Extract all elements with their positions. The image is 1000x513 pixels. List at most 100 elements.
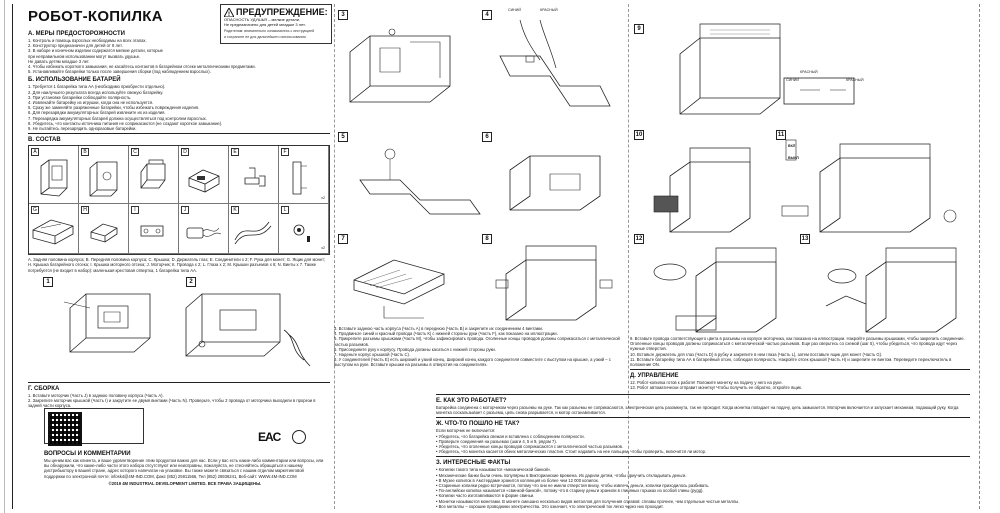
step-text: 1. Вставьте моторчик (Часть J) в заднюю … [28,393,164,398]
warning-heading-text: ПРЕДУПРЕЖДЕНИЕ: [236,7,328,17]
list-item: • Проверьте соединения на разъемах (шаги… [436,438,557,444]
section-e-text: Батарейка соединена с моторчиком через р… [436,405,959,416]
list-item: • В Музее копилок в Амстердаме хранится … [436,477,599,483]
section-b-heading: Б. ИСПОЛЬЗОВАНИЕ БАТАРЕЙ [28,77,121,84]
divider [436,417,970,419]
wires-drawing [234,222,272,245]
warning-note-2: и сохраните ее для дальнейшего использов… [224,35,307,40]
part-cell-a: A [29,146,79,205]
wire-label-blue-2: СИНИЙ [786,78,799,82]
step-7-drawing [353,259,445,319]
step-4-drawing [499,19,611,107]
qr-code [48,412,82,446]
list-item: 1. Требуется 1 батарейка типа АА (необхо… [28,84,166,90]
switch-label-on: ВКЛ [788,144,796,148]
step-10-drawing [653,147,751,233]
part-cell-k: K [229,204,279,255]
section-c-heading: В. СОСТАВ [28,137,61,144]
step-text: 10. Вставьте держатель для глаз (Часть D… [630,351,883,357]
info-sections: Е. КАК ЭТО РАБОТАЕТ? Батарейка соединена… [436,392,970,509]
list-item: • Копилки такого типа называются «механи… [436,467,552,473]
fold-line-left [4,0,5,513]
connector-drawing [244,167,266,187]
divider [436,394,970,395]
step-13-drawing [825,247,957,333]
battery-cover-drawing [90,223,118,243]
step-text: 7. Наденьте корпус крышкой (Часть С). [334,352,411,358]
step-12-drawing [653,247,777,333]
wire-label-red-3: КРАСНЫЙ [846,78,864,82]
list-item: 7. Перезарядка аккумуляторных батарей до… [28,115,207,121]
section-g: Г. СБОРКА 1. Вставьте моторчик (Часть J)… [28,380,330,409]
list-item: 3. В наборе и конечном изделии содержатс… [28,48,163,54]
legal-text-box [44,408,144,444]
part-letter: K [231,206,239,215]
step-text: 13. Робот автоматически отправит монетку… [630,385,803,391]
divider [436,456,970,458]
list-item: 2. Для наилучшего результата всегда испо… [28,89,164,95]
section-b-list: 1. Требуется 1 батарейка типа АА (необхо… [28,84,330,131]
steps-9-13-text: 9. Вставьте провода соответствующего цве… [630,336,970,391]
no-trash-icon [292,430,306,444]
part-cell-b: B [79,146,129,205]
coin-box-drawing [32,219,74,245]
warning-triangle-icon: ! [224,7,234,17]
list-item: • Убедитесь, что монетка касается обеих … [436,449,707,455]
coin-arm-drawing [292,161,307,195]
list-item: • Убедитесь, что оголенные концы проводо… [436,444,623,450]
copyright: ©2019 4M INDUSTRIAL DEVELOPMENT LIMITED.… [108,480,262,486]
step-text: 11. Вставьте батарейку типа АА в батарей… [630,356,952,368]
step-6-drawing [509,155,601,211]
list-item: 4. Чтобы избежать короткого замыкания, н… [28,64,256,70]
step-10-badge: 10 [634,130,644,140]
instruction-sheet [12,4,980,509]
part-letter: B [81,148,89,157]
motor-drawing [186,227,222,239]
list-item: • Убедитесь, что батарейка свежая и вста… [436,433,585,439]
step-text: 3. Вставьте заднюю часть корпуса (Часть … [334,326,544,331]
list-item: 1. Контроль и помощь взрослых необходимы… [28,38,147,43]
front-housing-drawing [89,161,118,197]
step-text: 9. Вставьте провода соответствующего цве… [630,336,965,352]
step-3-drawing [349,28,451,103]
list-item: 3. При установке батарейки соблюдайте по… [28,94,132,100]
step-9-drawing [679,23,855,115]
list-item: 9. Не пытайтесь перезарядить одноразовые… [28,126,137,132]
list-item: • Копилки часто изготавливаются в форме … [436,493,535,499]
warning-box: ! ПРЕДУПРЕЖДЕНИЕ: ОПАСНОСТЬ УДУШЬЯ – мел… [220,4,332,44]
step-12-badge: 12 [634,234,644,244]
part-cell-e: E [229,146,279,205]
warning-line-1: ОПАСНОСТЬ УДУШЬЯ – мелкие детали. [224,17,301,22]
step-text: 2. Закрепите моторчик крышкой (Часть I) … [28,398,316,409]
section-zh-lead: Если моторчик не включается: [436,428,496,434]
step-9-badge: 9 [634,24,644,34]
list-item: 4. Извлекайте батарейку из игрушки, когд… [28,100,154,106]
list-item: 2. Конструктор предназначен для детей от… [28,43,123,49]
warning-note-1: Родителям: внимательно ознакомьтесь с ин… [224,29,315,33]
divider [28,133,330,135]
step-2-drawing [185,293,311,367]
step-4-badge: 4 [482,10,492,20]
fold-line-2 [628,4,629,509]
step-8-badge: 8 [482,234,492,244]
part-count: x2 [321,196,325,201]
step-1-drawing [63,293,151,353]
list-item: • По-английски копилка называется «свинк… [436,488,704,494]
part-letter: H [81,206,89,215]
column-1: РОБОТ-КОПИЛКА ! ПРЕДУПРЕЖДЕНИЕ: ОПАСНОСТ… [28,4,332,273]
step-text: 4. Продвиньте синий и красный провода (Ч… [334,331,558,337]
feedback-heading: ВОПРОСЫ И КОММЕНТАРИИ [44,451,131,457]
step-text: 6. Присоедините руку к корпусу. Провода … [334,346,496,352]
list-item: • Монетки называются монетами. В монете … [436,498,740,504]
section-a-heading: А. МЕРЫ ПРЕДОСТОРОЖНОСТИ [28,31,125,37]
eac-mark: EAC [258,430,281,444]
list-item: 5. Устанавливайте батарейки только после… [28,69,211,75]
back-housing-drawing [40,159,68,197]
list-item: 5. Сразу же заменяйте разряженные батаре… [28,105,200,111]
part-letter: A [31,148,39,157]
step-7-badge: 7 [338,234,348,244]
step-11-drawing [781,139,957,233]
eyes-drawing [293,224,310,243]
step-1-badge: 1 [43,277,53,287]
